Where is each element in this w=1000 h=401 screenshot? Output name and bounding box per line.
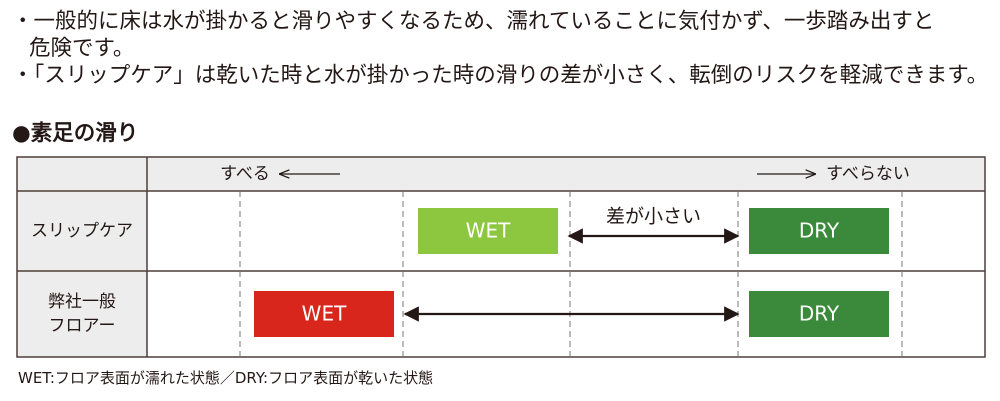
note-line-2: ・「スリップケア」は乾いた時と水が掛かった時の滑りの差が小さく、転倒のリスクを軽… <box>12 63 989 88</box>
footnote: WET:フロア表面が濡れた状態／DRY:フロア表面が乾いた状態 <box>18 369 434 387</box>
wet-label-row-1: WET <box>466 219 511 243</box>
difference-label-row-1: 差が小さい <box>606 206 701 228</box>
dry-box-row-2 <box>749 291 889 337</box>
wet-box-row-2 <box>254 291 394 337</box>
dry-label-row-2: DRY <box>799 302 840 326</box>
section-title: ●素足の滑り <box>12 121 139 146</box>
note-line-1-continued: 危険です。 <box>29 36 135 61</box>
table-border <box>16 156 986 358</box>
axis-right-label: すべらない <box>826 164 910 184</box>
header-row-bg <box>17 157 985 191</box>
note-line-1: ・一般的に床は水が掛かると滑りやすくなるため、濡れていることに気付かず、一歩踏み… <box>12 9 935 34</box>
row-label-2-line-2: フロアー <box>49 316 116 336</box>
row-label-1-line-1: スリップケア <box>31 221 133 241</box>
wet-label-row-2: WET <box>302 302 347 326</box>
wet-box-row-1 <box>418 208 558 254</box>
row-label-column-bg <box>17 191 147 357</box>
axis-left-label: すべる <box>220 164 270 184</box>
dry-box-row-1 <box>749 208 889 254</box>
row-label-2-line-1: 弊社一般 <box>48 292 116 312</box>
dry-label-row-1: DRY <box>799 219 840 243</box>
